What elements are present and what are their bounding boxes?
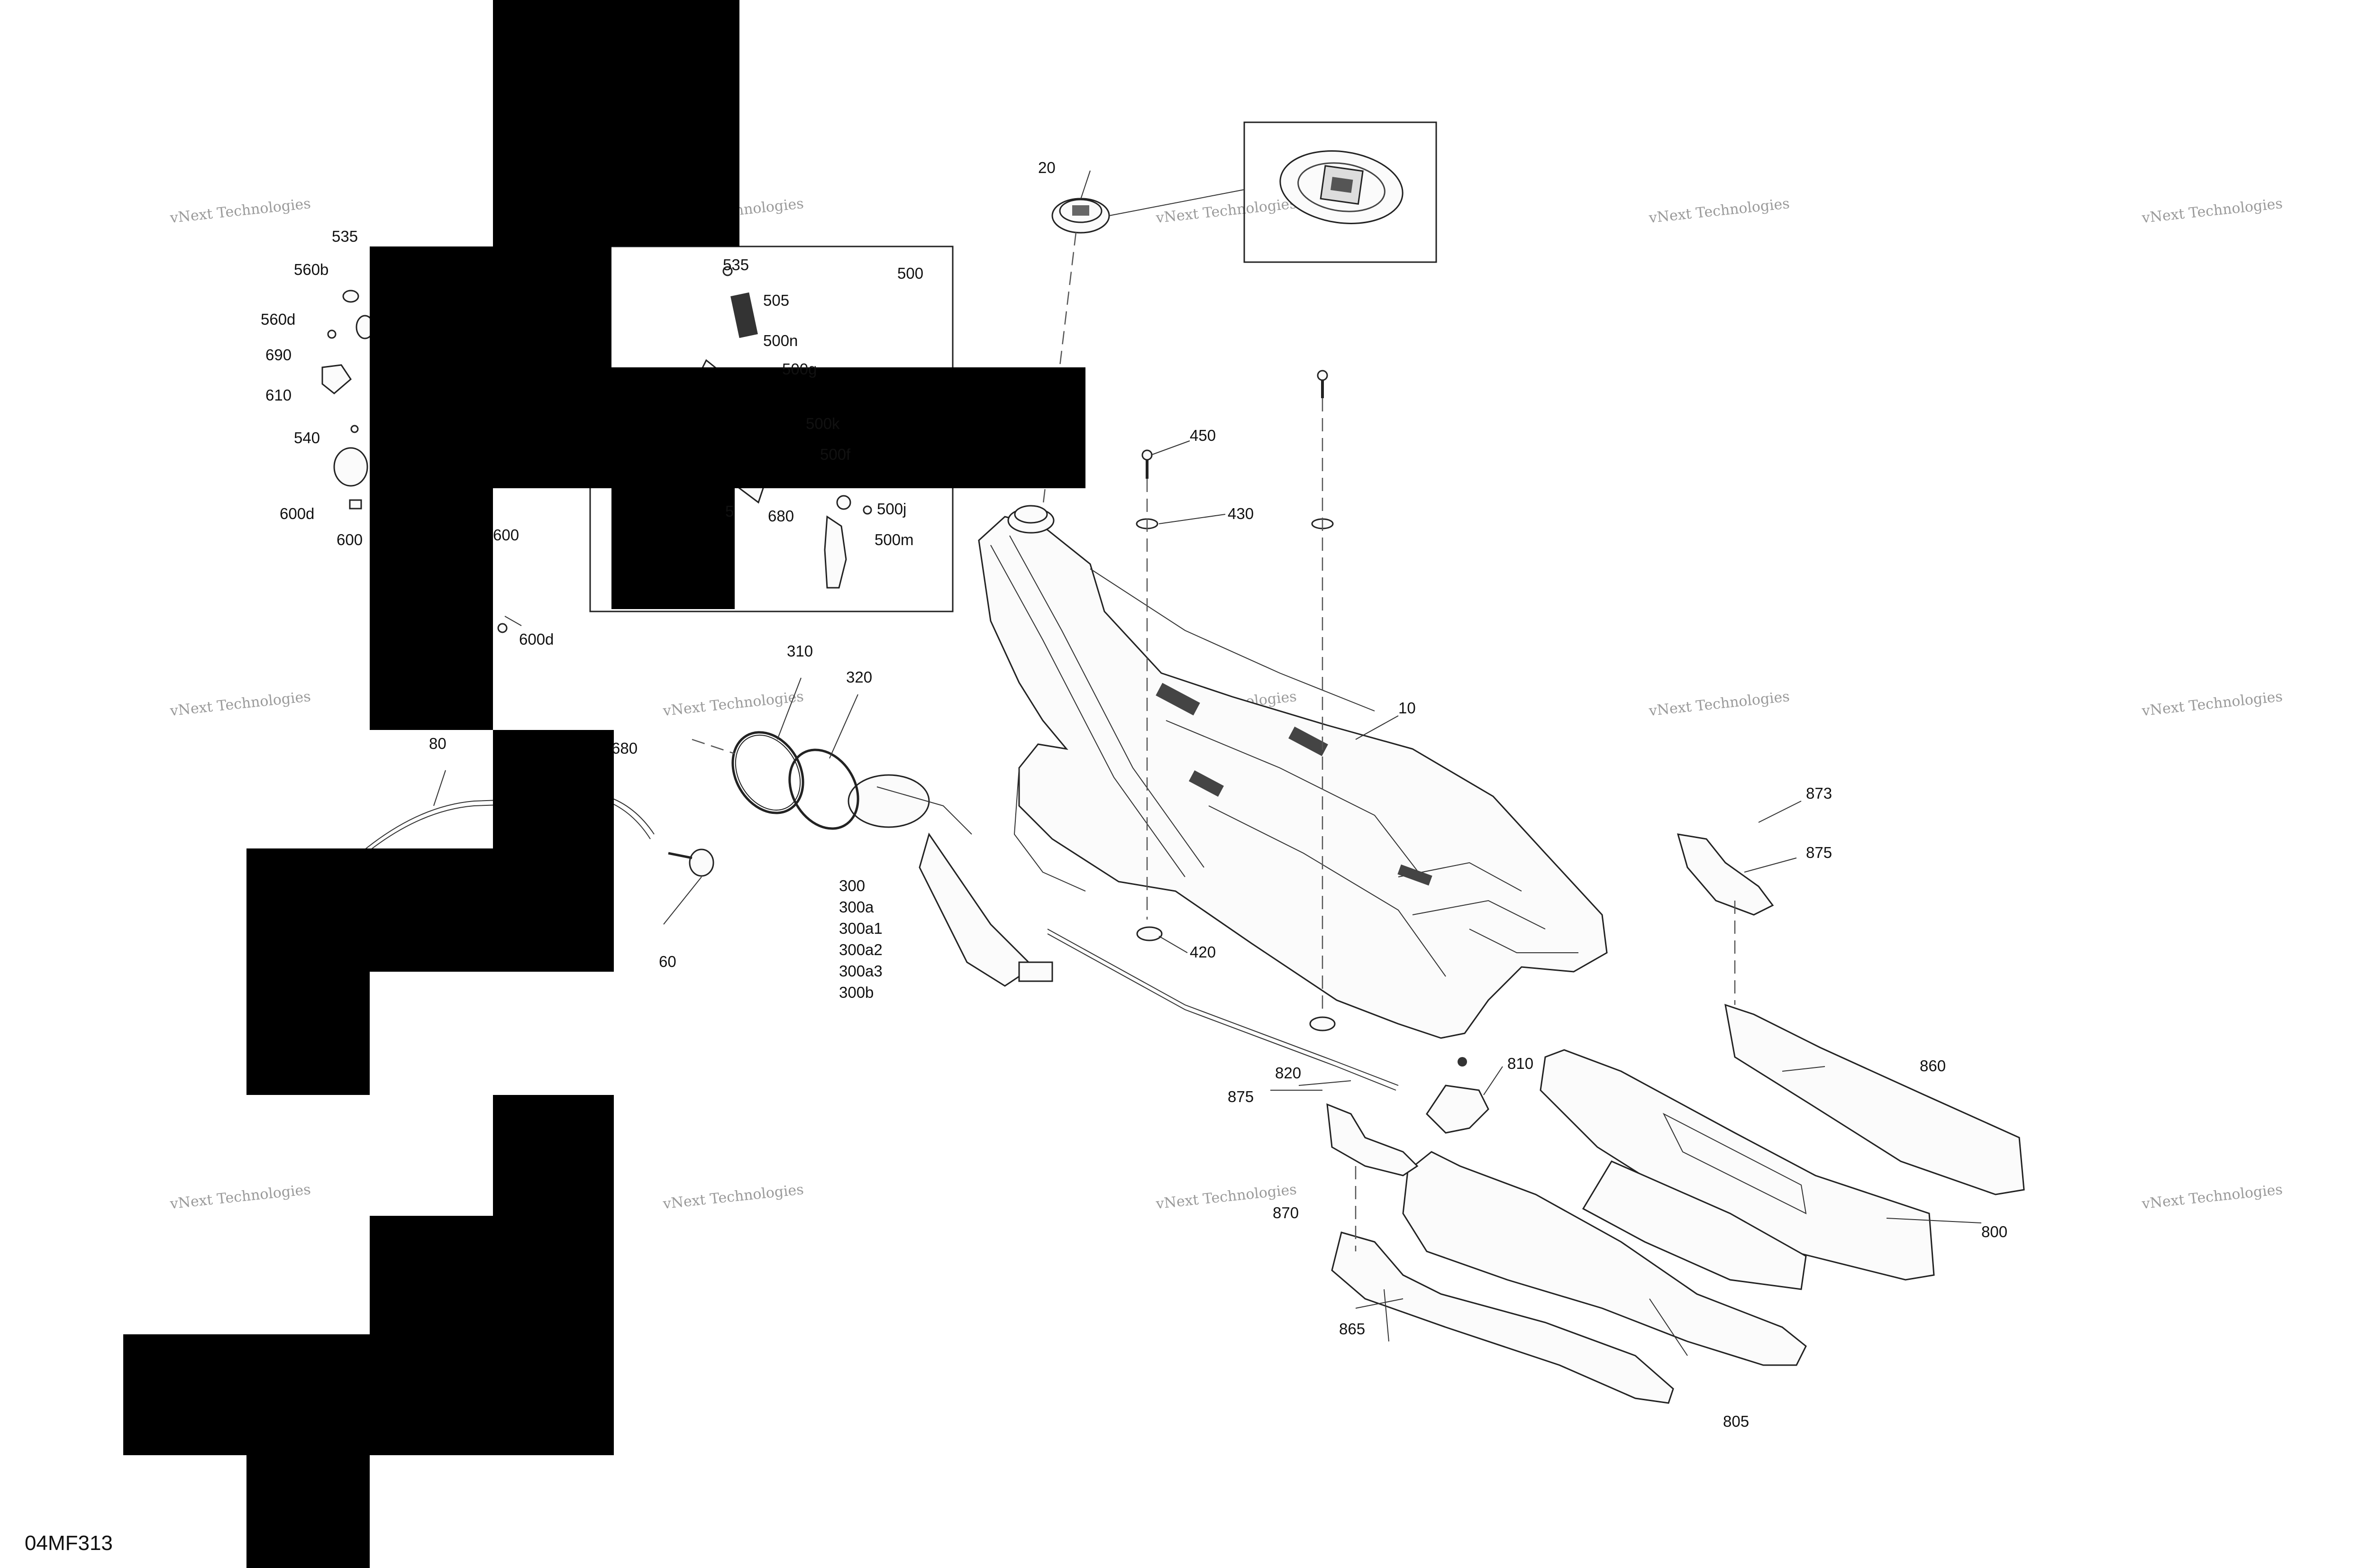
heat-shields (1326, 833, 2025, 1404)
inset-label: 500 (897, 264, 923, 282)
callout-873: 873 (1806, 784, 1832, 802)
watermark-text: vNext Technologies (2141, 688, 2283, 720)
cap-detail-inset (1243, 121, 1437, 263)
callout-420: 420 (1190, 943, 1216, 961)
callout-60: 60 (659, 953, 676, 970)
callout-320: 320 (846, 668, 872, 686)
callout-500k: 500k (806, 415, 840, 432)
hardware (668, 370, 1336, 1031)
redaction-blocks (123, 0, 1085, 1568)
callout-600: 600 (337, 531, 363, 548)
callout-10: 10 (1398, 699, 1416, 717)
callout-430: 430 (1228, 505, 1254, 522)
callout-535: 535 (723, 256, 749, 273)
callout-310: 310 (787, 642, 813, 660)
fuel-pump (848, 774, 1399, 1091)
callout-560d: 560d (261, 310, 295, 328)
watermark-text: vNext Technologies (662, 688, 804, 720)
callout-5: 5 (725, 502, 734, 520)
callout-690: 690 (265, 346, 292, 364)
watermark-text: vNext Technologies (169, 195, 311, 227)
callout-610: 610 (265, 386, 292, 404)
callout-80: 80 (429, 735, 447, 752)
fuel-tank (978, 505, 1608, 1039)
filler-cap (1051, 198, 1110, 234)
watermark-text: vNext Technologies (169, 1181, 311, 1212)
callout-500n: 500n (763, 332, 798, 349)
callout-810: 810 (1507, 1055, 1533, 1072)
callout-875: 875 (1806, 844, 1832, 861)
callout-20: 20 (1038, 159, 1056, 176)
callout-680: 680 (768, 507, 794, 525)
watermark-text: vNext Technologies (1648, 195, 1790, 227)
callout-870: 870 (1273, 1204, 1299, 1222)
watermark-text: vNext Technologies (2141, 195, 2283, 227)
drawing-code: 04MF313 (25, 1532, 113, 1555)
callout-300b: 300b (839, 984, 874, 1001)
callout-680: 680 (611, 739, 638, 757)
callout-540: 540 (294, 429, 320, 447)
callout-865: 865 (1339, 1320, 1365, 1338)
watermark-text: vNext Technologies (1648, 688, 1790, 720)
callout-300: 300 (839, 877, 865, 894)
leader-lines (433, 170, 1982, 1356)
watermark-text: vNext Technologies (2141, 1181, 2283, 1212)
callout-500j: 500j (877, 500, 906, 518)
o-rings (731, 731, 859, 830)
callout-450: 450 (1190, 427, 1216, 444)
callout-300a3: 300a3 (839, 962, 883, 980)
callout-300a1: 300a1 (839, 920, 883, 937)
callout-805: 805 (1723, 1413, 1749, 1430)
callout-500m: 500m (875, 531, 914, 548)
callout-600d: 600d (280, 505, 314, 522)
callout-560b: 560b (294, 261, 328, 278)
callout-500g: 500g (782, 360, 817, 378)
callout-535: 535 (332, 228, 358, 245)
callout-800: 800 (1981, 1223, 2007, 1240)
callout-505: 505 (763, 292, 789, 309)
callout-300a: 300a (839, 898, 874, 916)
watermark-text: vNext Technologies (662, 1181, 804, 1212)
callout-820: 820 (1275, 1064, 1301, 1082)
watermark-text: vNext Technologies (169, 688, 311, 720)
callout-600d: 600d (519, 630, 554, 648)
callout-875: 875 (1228, 1088, 1254, 1105)
watermark-text: vNext Technologies (1155, 195, 1297, 227)
callout-300a2: 300a2 (839, 941, 883, 958)
callout-860: 860 (1920, 1057, 1946, 1075)
callout-500f: 500f (820, 446, 851, 463)
callout-600: 600 (493, 526, 519, 544)
